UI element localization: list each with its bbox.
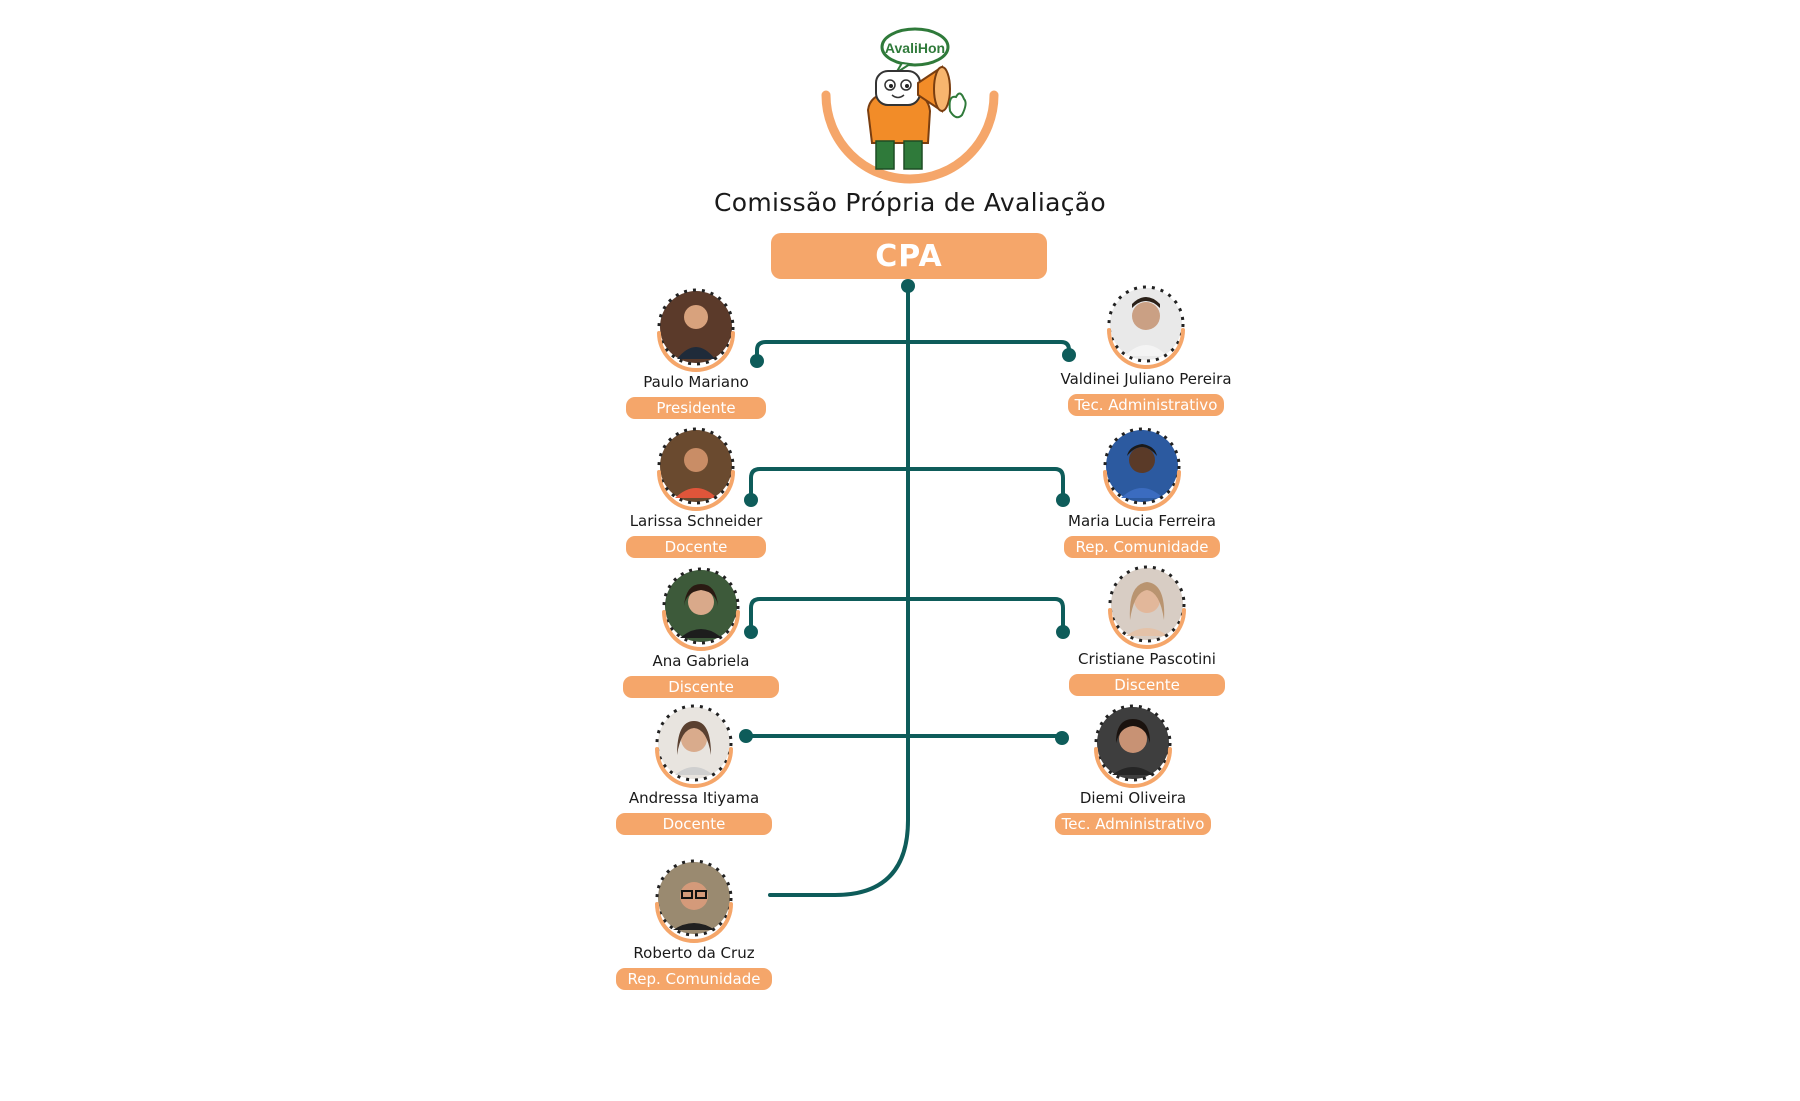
avatar (1088, 703, 1178, 793)
logo-text: AvaliHon (885, 40, 945, 56)
connector-dot (1056, 625, 1070, 639)
member-name: Larissa Schneider (629, 512, 763, 530)
member-role-badge: Docente (626, 536, 766, 558)
connector-dot (739, 729, 753, 743)
member-role-badge: Presidente (626, 397, 766, 419)
member-role-badge: Discente (623, 676, 779, 698)
member-card: Larissa Schneider Docente (586, 426, 806, 558)
branch-row-2 (749, 467, 1065, 501)
connector-dot (744, 625, 758, 639)
member-name: Andressa Itiyama (628, 789, 760, 807)
avatar (651, 426, 741, 516)
member-card: Roberto da Cruz Rep. Comunidade (584, 858, 804, 990)
member-name: Diemi Oliveira (1079, 789, 1187, 807)
cpa-title-box: CPA (771, 233, 1047, 279)
avatar (1102, 564, 1192, 654)
member-name: Paulo Mariano (643, 373, 749, 391)
avatar (649, 858, 739, 948)
member-name: Ana Gabriela (652, 652, 750, 670)
connector-dot (1056, 493, 1070, 507)
member-card: Paulo Mariano Presidente (586, 287, 806, 419)
avatar (1097, 426, 1187, 516)
avatar (1101, 284, 1191, 374)
member-card: Valdinei Juliano Pereira Tec. Administra… (1036, 284, 1256, 416)
member-card: Ana Gabriela Discente (591, 566, 811, 698)
commission-subtitle: Comissão Própria de Avaliação (714, 188, 1106, 217)
trunk-line (768, 283, 910, 897)
member-role-badge: Docente (616, 813, 772, 835)
member-role-badge: Tec. Administrativo (1068, 394, 1224, 416)
branch-row-1 (755, 340, 1071, 363)
member-name: Valdinei Juliano Pereira (1060, 370, 1232, 388)
member-name: Roberto da Cruz (633, 944, 755, 962)
connector-dot (1055, 731, 1069, 745)
member-role-badge: Tec. Administrativo (1055, 813, 1211, 835)
member-role-badge: Rep. Comunidade (1064, 536, 1220, 558)
member-role-badge: Rep. Comunidade (616, 968, 772, 990)
trunk-dot (901, 279, 915, 293)
member-card: Cristiane Pascotini Discente (1037, 564, 1257, 696)
member-card: Diemi Oliveira Tec. Administrativo (1023, 703, 1243, 835)
member-name: Cristiane Pascotini (1078, 650, 1216, 668)
avatar (656, 566, 746, 656)
connector-dot (744, 493, 758, 507)
connector-dot (750, 354, 764, 368)
connector-dot (1062, 348, 1076, 362)
member-card: Andressa Itiyama Docente (584, 703, 804, 835)
avalihon-logo: AvaliHon (810, 15, 1010, 185)
avatar (649, 703, 739, 793)
member-role-badge: Discente (1069, 674, 1225, 696)
branch-row-3 (749, 597, 1065, 633)
avatar (651, 287, 741, 377)
member-card: Maria Lucia Ferreira Rep. Comunidade (1032, 426, 1252, 558)
member-name: Maria Lucia Ferreira (1068, 512, 1216, 530)
